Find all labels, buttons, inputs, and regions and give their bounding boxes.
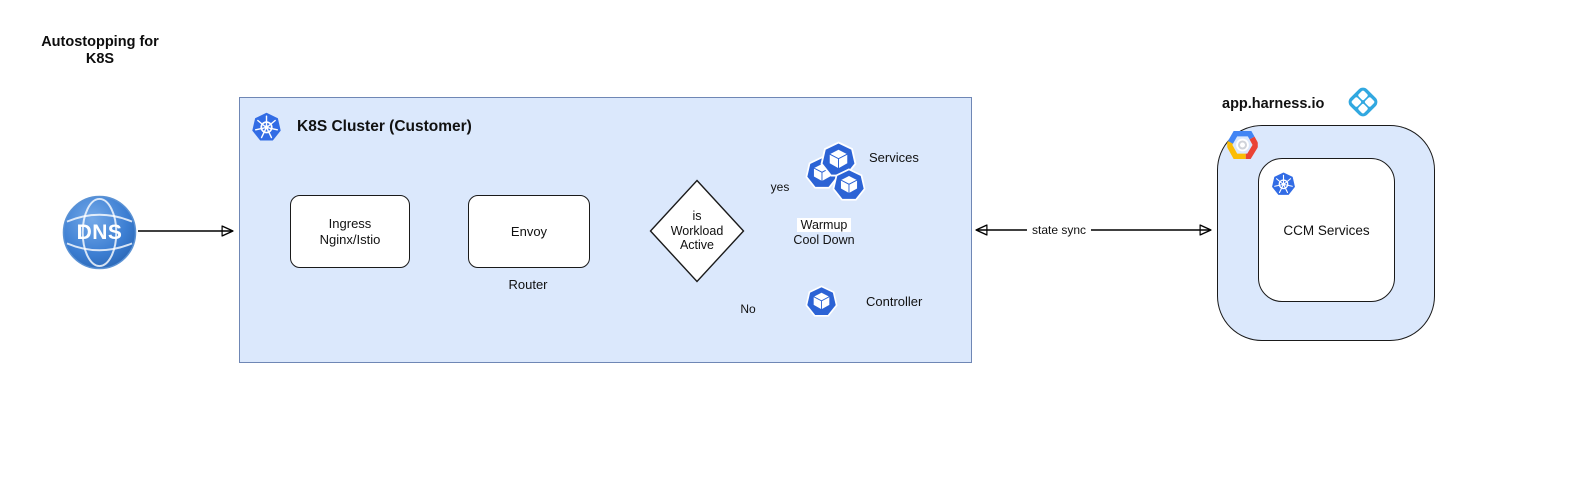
dns-label: DNS <box>76 220 123 244</box>
cluster-title: K8S Cluster (Customer) <box>297 118 472 135</box>
kubernetes-icon <box>251 111 282 143</box>
dns-node: DNS <box>62 195 137 270</box>
harness-icon <box>1346 85 1380 119</box>
harness-title: app.harness.io <box>1222 96 1325 112</box>
pod-icon <box>832 168 866 202</box>
k8s-pod-icon <box>805 285 838 318</box>
kubernetes-icon <box>1271 171 1296 197</box>
warmup-line: Warmup <box>796 218 852 232</box>
pod-icon <box>805 285 838 318</box>
cooldown-line: Cool Down <box>793 233 855 247</box>
router-caption: Router <box>508 277 548 292</box>
page-title: Autostopping for K8S <box>41 34 159 67</box>
dns-globe-icon <box>62 195 137 270</box>
edge-label-yes: yes <box>770 180 790 194</box>
edge-label-state-sync: state sync <box>1026 223 1092 237</box>
ingress-node: Ingress Nginx/Istio <box>290 195 410 268</box>
ccm-services-node: CCM Services <box>1258 158 1395 302</box>
warmup-cooldown-label: Warmup Cool Down <box>762 218 886 248</box>
decision-label: is Workload Active <box>670 209 724 253</box>
ccm-services-label: CCM Services <box>1283 222 1370 238</box>
decision-node: is Workload Active <box>649 179 745 283</box>
services-label: Services <box>869 150 919 165</box>
controller-label: Controller <box>866 294 923 309</box>
k8s-pods-icon <box>804 140 867 202</box>
edge-label-no: No <box>737 302 759 316</box>
diamond-shape <box>649 179 745 283</box>
envoy-node: Envoy <box>468 195 590 268</box>
google-cloud-icon <box>1227 131 1258 159</box>
